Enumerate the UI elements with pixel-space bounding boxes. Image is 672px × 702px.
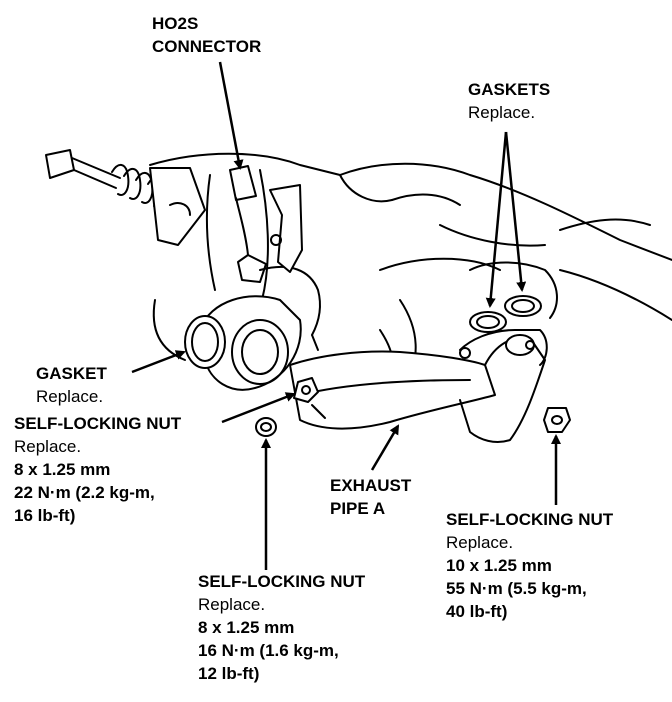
bolt-spring-assembly	[45, 149, 206, 246]
gasket-ring-left	[184, 315, 226, 369]
label-exhaust-pipe-a: EXHAUST PIPE A	[330, 474, 411, 520]
gasket-pair	[469, 295, 542, 333]
nut-right	[543, 407, 571, 433]
arrow-gasket-left	[131, 350, 186, 374]
nut-bottom	[255, 417, 277, 437]
arrow-exhaust-pipe	[370, 424, 400, 471]
label-gaskets-title: GASKETS	[468, 80, 551, 99]
label-nut-bottom: SELF-LOCKING NUT Replace. 8 x 1.25 mm 16…	[198, 570, 365, 685]
label-nut-bottom-torque: 16 N·m (1.6 kg-m,	[198, 641, 339, 660]
label-nut-right-size: 10 x 1.25 mm	[446, 556, 552, 575]
label-nut-bottom-note: Replace.	[198, 595, 266, 614]
manifold-flange	[199, 295, 302, 391]
label-nut-right: SELF-LOCKING NUT Replace. 10 x 1.25 mm 5…	[446, 508, 613, 623]
label-exhaust-line1: EXHAUST	[330, 476, 412, 495]
label-nut-right-title: SELF-LOCKING NUT	[446, 510, 614, 529]
arrow-gasket-a	[485, 131, 508, 308]
label-gaskets-note: Replace.	[468, 103, 536, 122]
label-exhaust-line2: PIPE A	[330, 499, 386, 518]
label-ho2s-line2: CONNECTOR	[152, 37, 262, 56]
label-nut-left-torque2: 16 lb-ft)	[14, 506, 76, 525]
label-nut-bottom-title: SELF-LOCKING NUT	[198, 572, 366, 591]
arrow-nut-left	[221, 392, 296, 424]
support-bracket	[269, 184, 303, 273]
label-gasket-note: Replace.	[36, 387, 104, 406]
ho2s-sensor	[229, 165, 321, 351]
label-nut-right-torque2: 40 lb-ft)	[446, 602, 508, 621]
arrow-gasket-b	[504, 131, 527, 292]
label-ho2s-connector: HO2S CONNECTOR	[152, 12, 261, 58]
label-nut-left-note: Replace.	[14, 437, 82, 456]
label-gaskets: GASKETS Replace.	[468, 78, 550, 124]
label-nut-bottom-torque2: 12 lb-ft)	[198, 664, 260, 683]
label-nut-bottom-size: 8 x 1.25 mm	[198, 618, 295, 637]
label-nut-left: SELF-LOCKING NUT Replace. 8 x 1.25 mm 22…	[14, 412, 181, 527]
label-ho2s-line1: HO2S	[152, 14, 199, 33]
label-nut-left-torque: 22 N·m (2.2 kg-m,	[14, 483, 155, 502]
label-nut-right-torque: 55 N·m (5.5 kg-m,	[446, 579, 587, 598]
exhaust-pipe-a	[289, 329, 548, 443]
label-gasket: GASKET Replace.	[36, 362, 107, 408]
label-nut-right-note: Replace.	[446, 533, 514, 552]
label-gasket-title: GASKET	[36, 364, 107, 383]
engine-block	[149, 152, 672, 386]
label-nut-left-title: SELF-LOCKING NUT	[14, 414, 182, 433]
label-nut-left-size: 8 x 1.25 mm	[14, 460, 111, 479]
arrow-ho2s	[218, 61, 244, 170]
